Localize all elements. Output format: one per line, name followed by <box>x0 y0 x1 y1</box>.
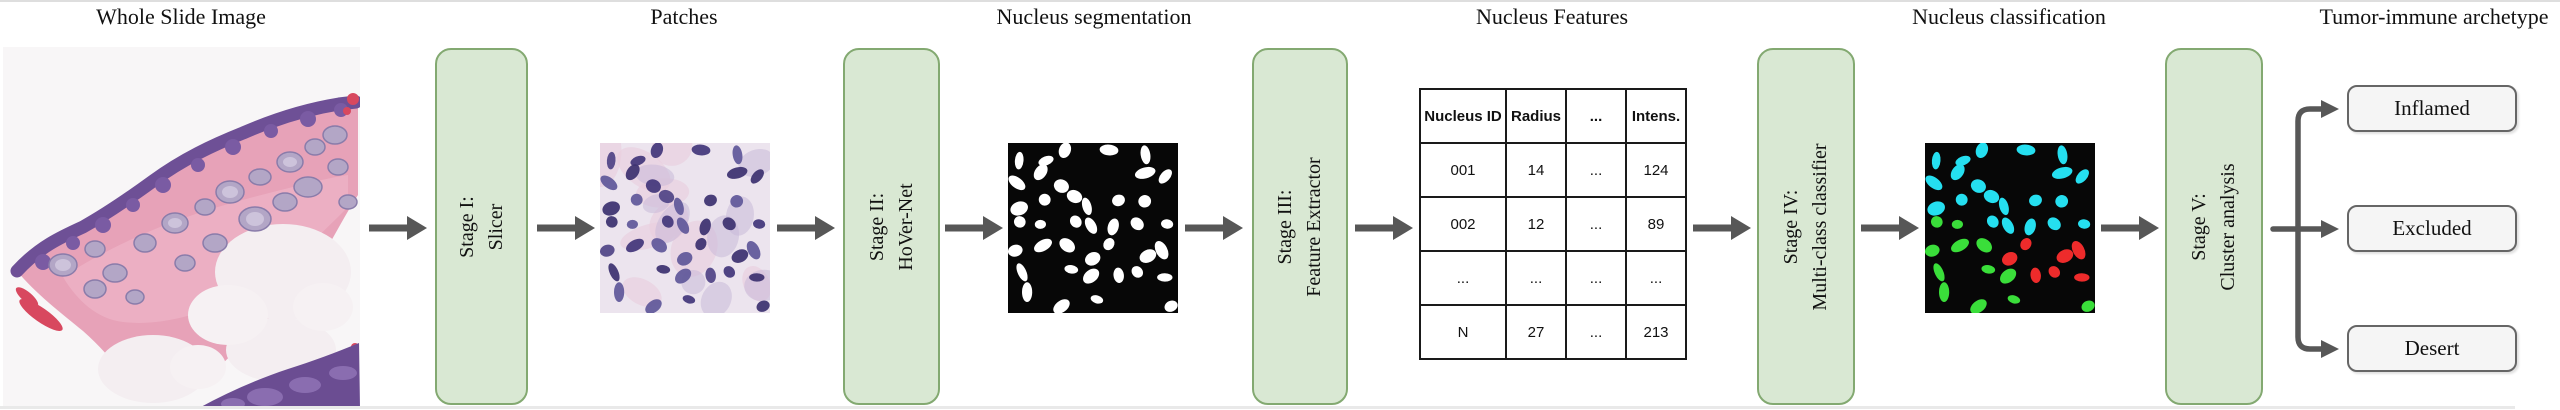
flow-arrow-icon <box>1861 216 1919 240</box>
stage-5-label-line1: Stage V: <box>2188 192 2210 261</box>
branch-connector <box>2270 100 2339 358</box>
bottom-tissue-band <box>199 343 360 408</box>
flow-arrow-icon <box>945 216 1003 240</box>
archetype-excluded-label: Excluded <box>2392 216 2472 240</box>
flow-arrow-icon <box>777 216 835 240</box>
stage-2-hovernet-box: Stage II: HoVer-Net <box>843 48 940 405</box>
stage-5-cluster-analysis-box: Stage V: Cluster analysis <box>2165 48 2263 405</box>
table-row: 002 12 ... 89 <box>1419 196 1687 252</box>
branch-arrowhead-icon <box>2321 220 2339 238</box>
table-cell: 001 <box>1419 142 1507 198</box>
table-row: N 27 ... 213 <box>1419 304 1687 360</box>
table-header-radius: Radius <box>1505 88 1567 144</box>
flow-arrow-icon <box>369 216 427 240</box>
table-cell: ... <box>1505 250 1567 306</box>
patch-image <box>600 143 770 313</box>
table-cell: ... <box>1625 250 1687 306</box>
table-cell: ... <box>1565 196 1627 252</box>
title-patches: Patches <box>650 4 718 29</box>
table-row: 001 14 ... 124 <box>1419 142 1687 198</box>
table-cell: 213 <box>1625 304 1687 360</box>
table-cell: 27 <box>1505 304 1567 360</box>
archetype-desert-label: Desert <box>2404 336 2460 360</box>
flow-arrow-icon <box>1185 216 1243 240</box>
flow-arrow-icon <box>537 216 595 240</box>
stage-4-label-line2: Multi-class classifier <box>1809 142 1831 311</box>
stage-3-label-line2: Feature Extractor <box>1303 156 1325 297</box>
table-cell: ... <box>1565 142 1627 198</box>
table-cell: 14 <box>1505 142 1567 198</box>
title-whole-slide-image: Whole Slide Image <box>96 4 266 29</box>
table-header-intensity: Intens. <box>1625 88 1687 144</box>
stage-1-label-line2: Slicer <box>484 203 507 250</box>
archetype-excluded-box: Excluded <box>2347 205 2517 252</box>
archetype-desert-box: Desert <box>2347 325 2517 372</box>
table-cell: 124 <box>1625 142 1687 198</box>
table-cell: N <box>1419 304 1507 360</box>
table-cell: ... <box>1419 250 1507 306</box>
table-header-dots: ... <box>1565 88 1627 144</box>
stage-1-slicer-box: Stage I: Slicer <box>435 48 528 405</box>
epidermis-band <box>10 95 363 278</box>
segmentation-image <box>1008 143 1178 313</box>
stage-4-label-line1: Stage IV: <box>1780 189 1802 264</box>
stage-4-classifier-box: Stage IV: Multi-class classifier <box>1757 48 1855 405</box>
title-nucleus-classification: Nucleus classification <box>1912 4 2106 29</box>
archetype-inflamed-label: Inflamed <box>2394 96 2470 120</box>
table-header-nucleus-id: Nucleus ID <box>1419 88 1507 144</box>
branch-arrowhead-icon <box>2321 340 2339 358</box>
bottom-divider <box>0 406 2515 409</box>
stage-3-label-line1: Stage III: <box>1274 189 1296 264</box>
table-row: ... ... ... ... <box>1419 250 1687 306</box>
flow-arrow-icon <box>1355 216 1413 240</box>
flow-arrow-icon <box>1693 216 1751 240</box>
title-tumor-immune-archetype: Tumor-immune archetype <box>2319 4 2549 29</box>
archetype-inflamed-box: Inflamed <box>2347 85 2517 132</box>
stage-1-label-line1: Stage I: <box>455 195 478 258</box>
table-cell: ... <box>1565 250 1627 306</box>
stage-2-label-line1: Stage II: <box>865 192 888 261</box>
table-cell: 89 <box>1625 196 1687 252</box>
table-cell: ... <box>1565 304 1627 360</box>
stage-3-feature-extractor-box: Stage III: Feature Extractor <box>1252 48 1348 405</box>
classification-image <box>1925 143 2095 313</box>
nucleus-features-table: Nucleus ID Radius ... Intens. 001 14 ...… <box>1419 88 1687 360</box>
branch-arrowhead-icon <box>2321 100 2339 118</box>
flow-arrow-icon <box>2101 216 2159 240</box>
table-cell: 12 <box>1505 196 1567 252</box>
whole-slide-image-thumbnail <box>3 47 363 410</box>
table-cell: 002 <box>1419 196 1507 252</box>
title-nucleus-features: Nucleus Features <box>1475 4 1629 29</box>
title-nucleus-segmentation: Nucleus segmentation <box>996 4 1192 29</box>
stage-2-label-line2: HoVer-Net <box>894 182 917 271</box>
stage-5-label-line2: Cluster analysis <box>2217 162 2239 291</box>
